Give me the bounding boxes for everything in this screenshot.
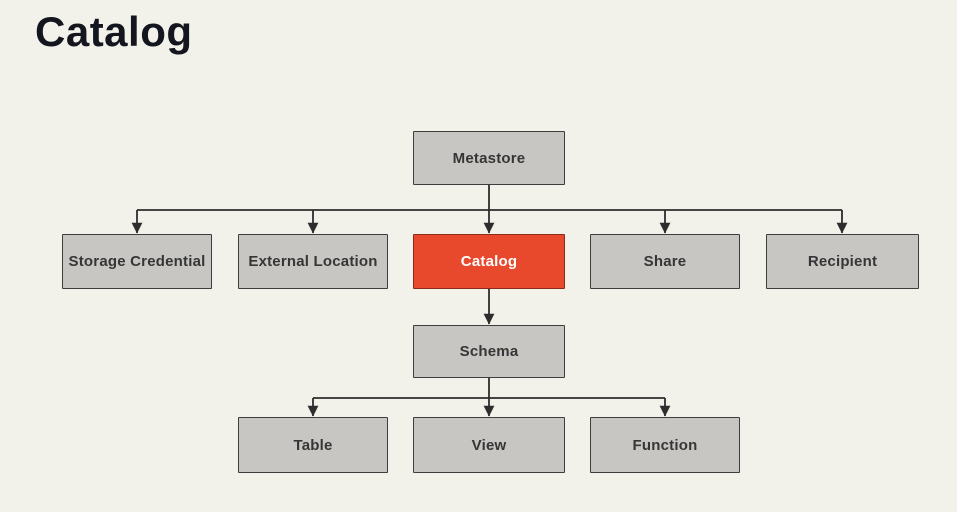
page-title: Catalog: [35, 8, 193, 55]
node-view-label: View: [471, 436, 507, 454]
node-table: Table: [238, 417, 388, 473]
node-metastore: Metastore: [413, 131, 565, 185]
node-share: Share: [590, 234, 740, 289]
node-schema: Schema: [413, 325, 565, 378]
node-share-label: Share: [643, 253, 687, 270]
node-metastore-label: Metastore: [452, 149, 526, 167]
node-catalog: Catalog: [413, 234, 565, 289]
node-schema-label: Schema: [459, 343, 519, 360]
node-function-label: Function: [632, 436, 698, 454]
node-table-label: Table: [293, 436, 333, 454]
node-view: View: [413, 417, 565, 473]
node-function: Function: [590, 417, 740, 473]
node-storage-credential: Storage Credential: [62, 234, 212, 289]
node-storage-credential-label: Storage Credential: [68, 253, 206, 270]
node-external-location: External Location: [238, 234, 388, 289]
node-recipient: Recipient: [766, 234, 919, 289]
edge-metastore-trunk: [137, 185, 842, 211]
node-recipient-label: Recipient: [807, 253, 878, 270]
edge-schema-trunk: [313, 378, 665, 399]
node-catalog-label: Catalog: [460, 253, 518, 270]
node-external-location-label: External Location: [248, 253, 378, 270]
